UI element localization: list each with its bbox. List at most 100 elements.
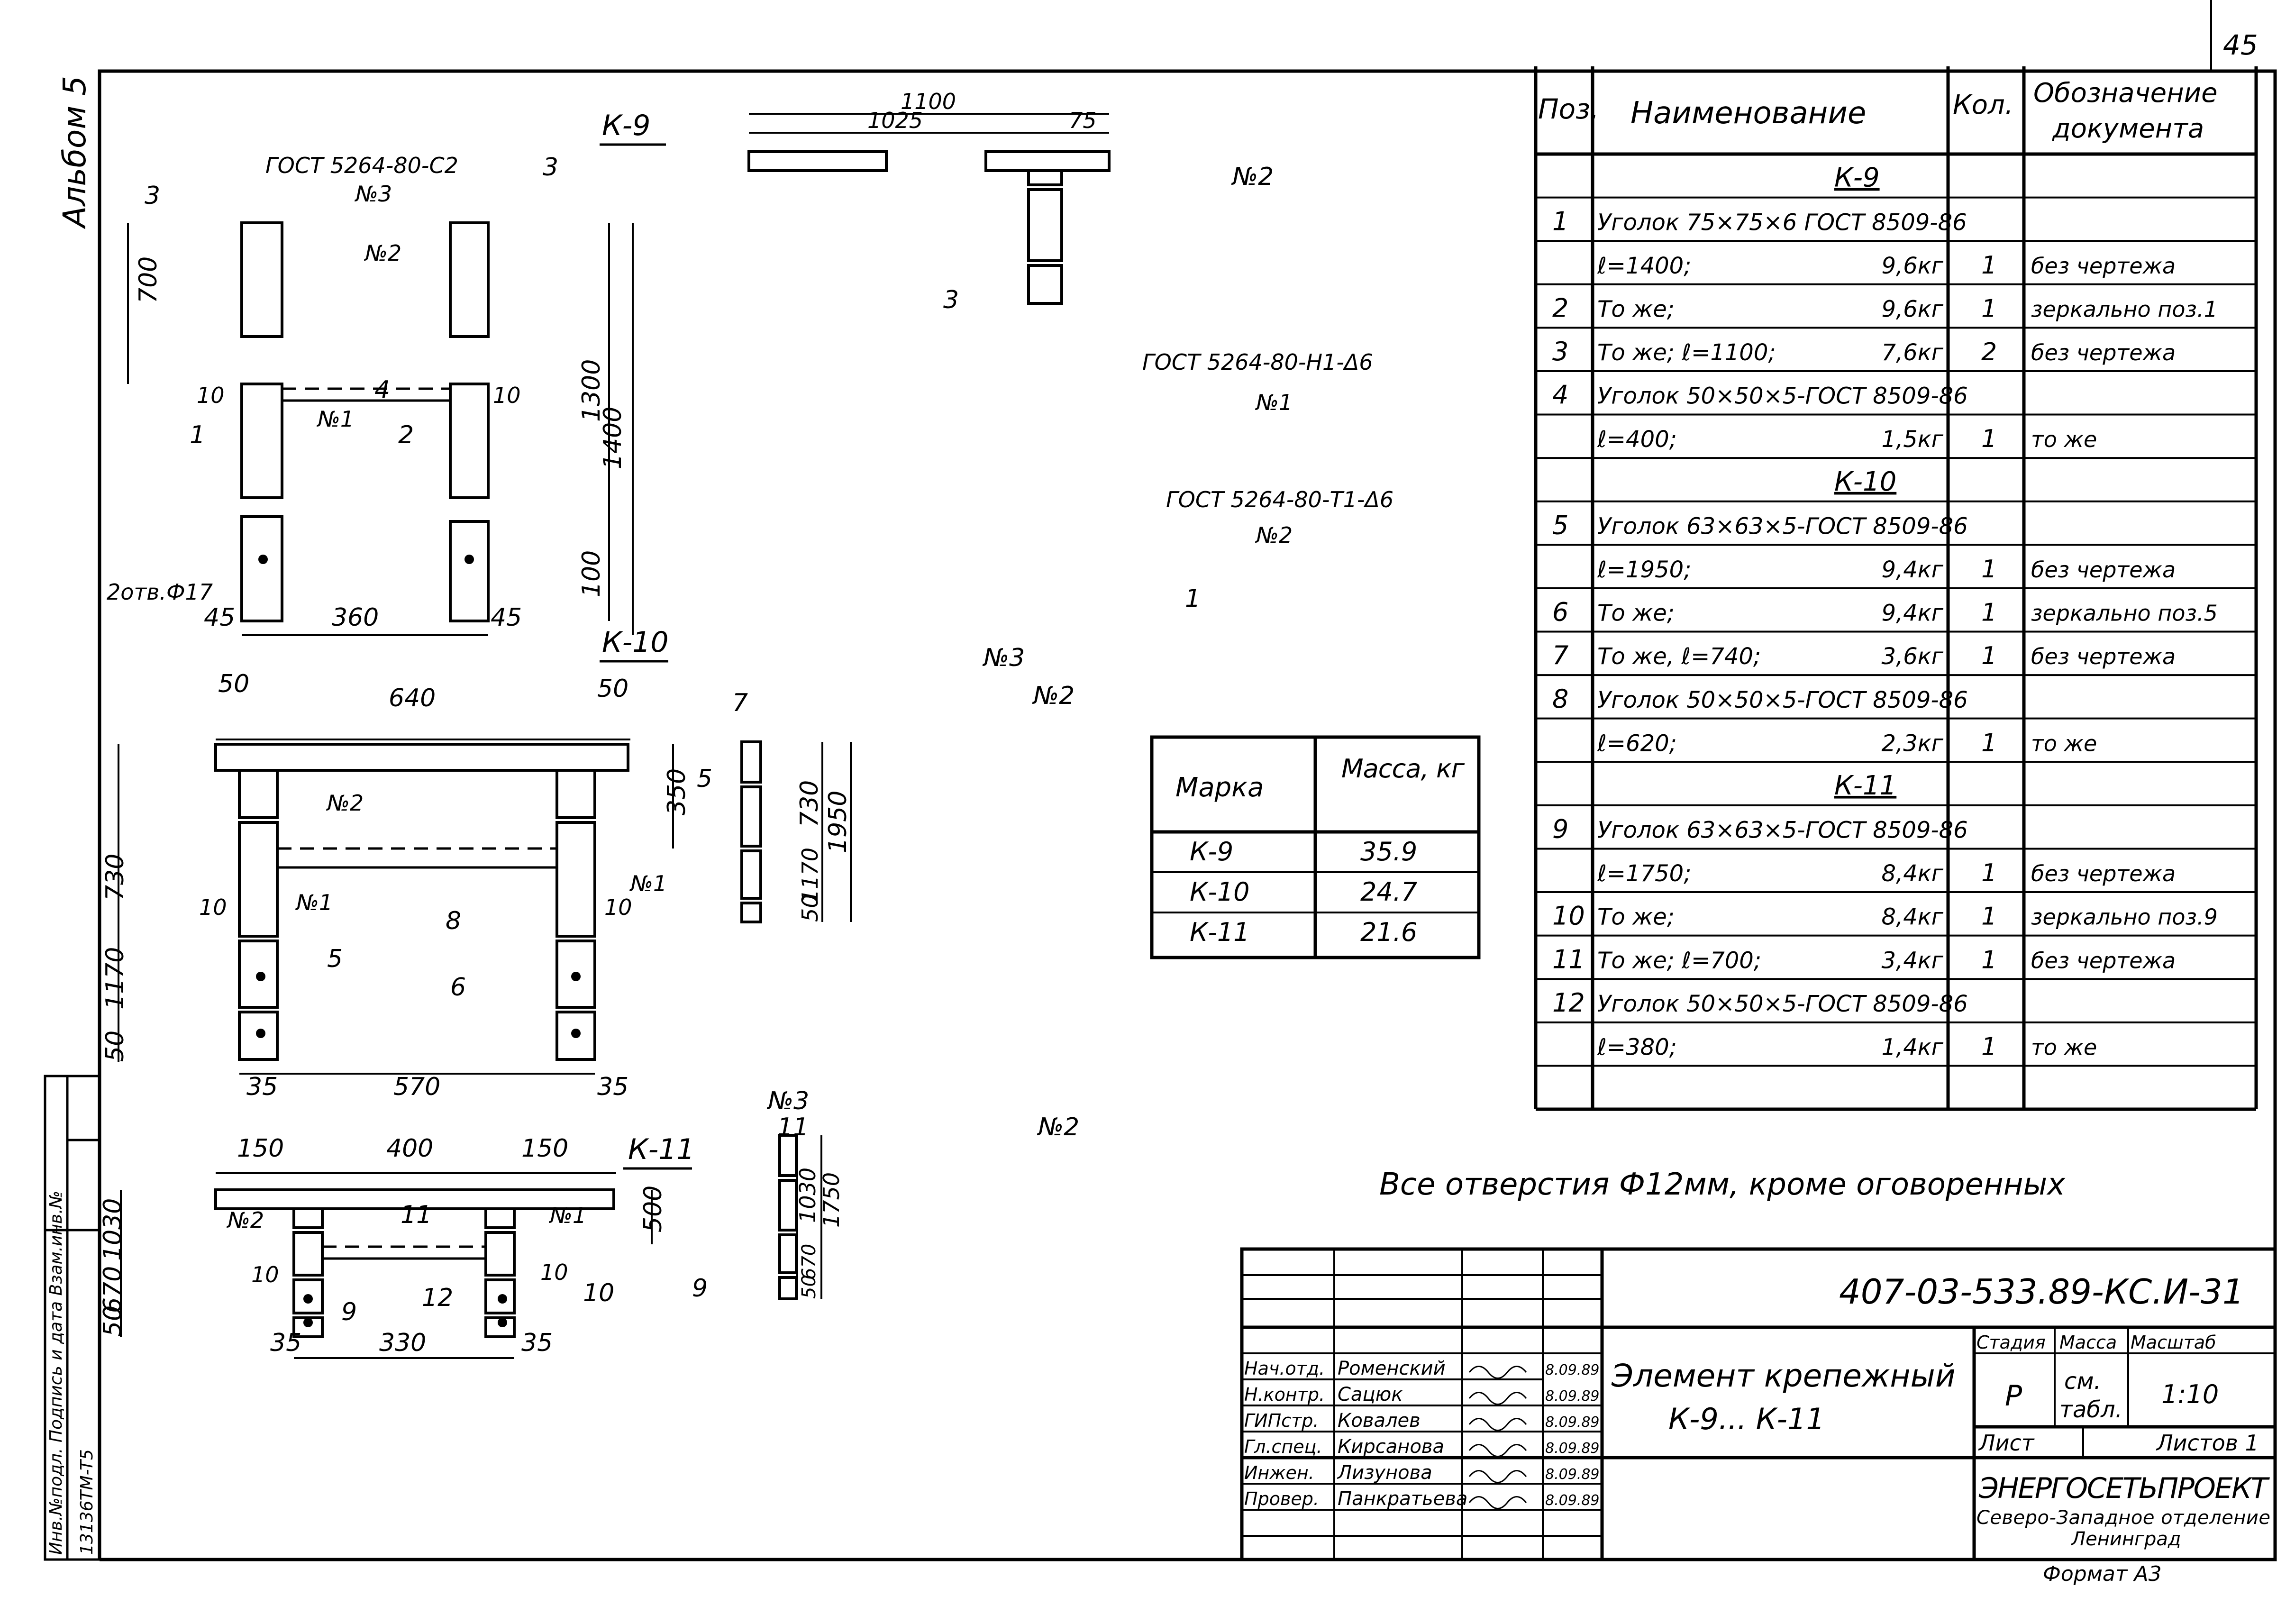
spec-name: То же, ℓ=740;: [1597, 643, 1761, 670]
document-code: 407-03-533.89-КС.И-31: [1839, 1272, 2244, 1312]
svg-text:3: 3: [943, 286, 959, 314]
spec-doc: без чертежа: [2031, 340, 2176, 365]
svg-text:3: 3: [543, 153, 558, 182]
spec-weight: 9,6кг: [1881, 253, 1943, 279]
signature-scribble: [1468, 1366, 1527, 1379]
drawing-k9: К-9 700 1300 1400 100 45 360 45 3 3 ГОСТ…: [107, 109, 666, 636]
svg-text:100: 100: [577, 550, 606, 597]
spec-weight: 1,4кг: [1881, 1034, 1943, 1061]
svg-text:50: 50: [797, 894, 823, 922]
svg-text:7: 7: [732, 689, 748, 717]
svg-text:4: 4: [374, 376, 390, 404]
signature-row: Н.контр. Сацюк 8.09.89: [1244, 1384, 1600, 1405]
spec-section-row: К-10: [1834, 466, 1896, 497]
svg-text:50: 50: [101, 1031, 129, 1062]
spec-pos: 11: [1552, 944, 1585, 974]
svg-text:1030: 1030: [99, 1198, 127, 1261]
signature-name: Сацюк: [1338, 1384, 1403, 1405]
mass-row-value: 24.7: [1360, 877, 1417, 907]
svg-text:ГОСТ 5264-80-Н1-Δ6: ГОСТ 5264-80-Н1-Δ6: [1142, 349, 1373, 375]
svg-text:50: 50: [798, 1275, 820, 1299]
spec-weight: 9,6кг: [1881, 296, 1943, 322]
mass-value-2: табл.: [2059, 1396, 2122, 1423]
spec-pos: 6: [1552, 597, 1568, 627]
svg-text:№1: №1: [316, 406, 354, 432]
svg-text:45: 45: [491, 603, 522, 632]
svg-text:№1: №1: [548, 1203, 586, 1228]
spec-weight: 9,4кг: [1881, 557, 1943, 583]
spec-doc: то же: [2031, 730, 2097, 756]
svg-text:150: 150: [237, 1134, 284, 1163]
signature-name: Ковалев: [1338, 1410, 1421, 1432]
spec-weight: 9,4кг: [1881, 600, 1943, 627]
mass-row-mark: К-10: [1190, 877, 1250, 907]
signature-name: Кирсанова: [1338, 1436, 1444, 1458]
signature-name: Панкратьева: [1338, 1488, 1467, 1510]
stage-value: Р: [2005, 1379, 2022, 1413]
side-stamp: Инв.№подл. Подпись и дата Взам.инв.№ 131…: [44, 1075, 101, 1561]
spec-header-qty: Кол.: [1953, 90, 2013, 120]
spec-header-pos: Поз.: [1538, 93, 1599, 125]
spec-name: Уголок 63×63×5-ГОСТ 8509-86: [1597, 817, 1968, 844]
spec-pos: 7: [1552, 640, 1568, 670]
spec-name: Уголок 75×75×6 ГОСТ 8509-86: [1597, 209, 1967, 236]
svg-text:№3: №3: [766, 1087, 809, 1115]
page-number: 45: [2223, 29, 2258, 61]
svg-text:1030: 1030: [795, 1168, 820, 1223]
svg-text:10: 10: [199, 894, 227, 920]
signature-role: Нач.отд.: [1244, 1358, 1325, 1379]
svg-text:11: 11: [401, 1201, 432, 1229]
signature-date: 8.09.89: [1545, 1466, 1600, 1483]
svg-text:№2: №2: [364, 240, 401, 266]
spec-doc: без чертежа: [2031, 253, 2176, 279]
svg-text:№2: №2: [226, 1207, 264, 1233]
signature-role: Н.контр.: [1244, 1384, 1325, 1405]
spec-header-name: Наименование: [1630, 96, 1866, 131]
album-label: Альбом 5: [56, 76, 93, 229]
signature-date: 8.09.89: [1545, 1388, 1600, 1405]
scale-value: 1:10: [2161, 1379, 2219, 1409]
mass-row-mark: К-9: [1190, 837, 1233, 867]
spec-section-title: К-9: [1834, 163, 1880, 193]
spec-name: ℓ=400;: [1597, 426, 1677, 453]
spec-doc: то же: [2031, 1035, 2097, 1060]
spec-qty: 1: [1981, 1033, 1997, 1061]
sheet-format: Формат А3: [2043, 1562, 2162, 1586]
svg-text:№1: №1: [295, 890, 333, 915]
spec-qty: 1: [1981, 903, 1997, 931]
spec-section-title: К-11: [1834, 770, 1896, 801]
svg-text:12: 12: [422, 1284, 453, 1312]
signature-role: ГИПстр.: [1244, 1410, 1319, 1431]
svg-text:640: 640: [389, 684, 436, 712]
svg-text:730: 730: [795, 780, 824, 827]
spec-pos: 8: [1552, 684, 1568, 714]
svg-text:10: 10: [251, 1262, 279, 1287]
mass-row-value: 35.9: [1360, 837, 1417, 867]
signature-scribble: [1468, 1418, 1527, 1431]
spec-weight: 8,4кг: [1881, 904, 1943, 931]
mass-label: Масса: [2059, 1332, 2117, 1353]
svg-text:570: 570: [393, 1073, 440, 1101]
svg-text:1750: 1750: [819, 1172, 844, 1228]
spec-pos: 1: [1552, 206, 1568, 236]
sheets-count: Листов 1: [2156, 1430, 2259, 1456]
svg-text:730: 730: [101, 854, 129, 901]
svg-text:10: 10: [583, 1279, 614, 1307]
org-branch: Северо-Западное отделение: [1976, 1507, 2270, 1529]
spec-pos: 10: [1552, 901, 1585, 931]
spec-weight: 3,4кг: [1881, 947, 1943, 974]
svg-text:1300: 1300: [577, 359, 606, 422]
signature-scribble: [1468, 1392, 1527, 1405]
